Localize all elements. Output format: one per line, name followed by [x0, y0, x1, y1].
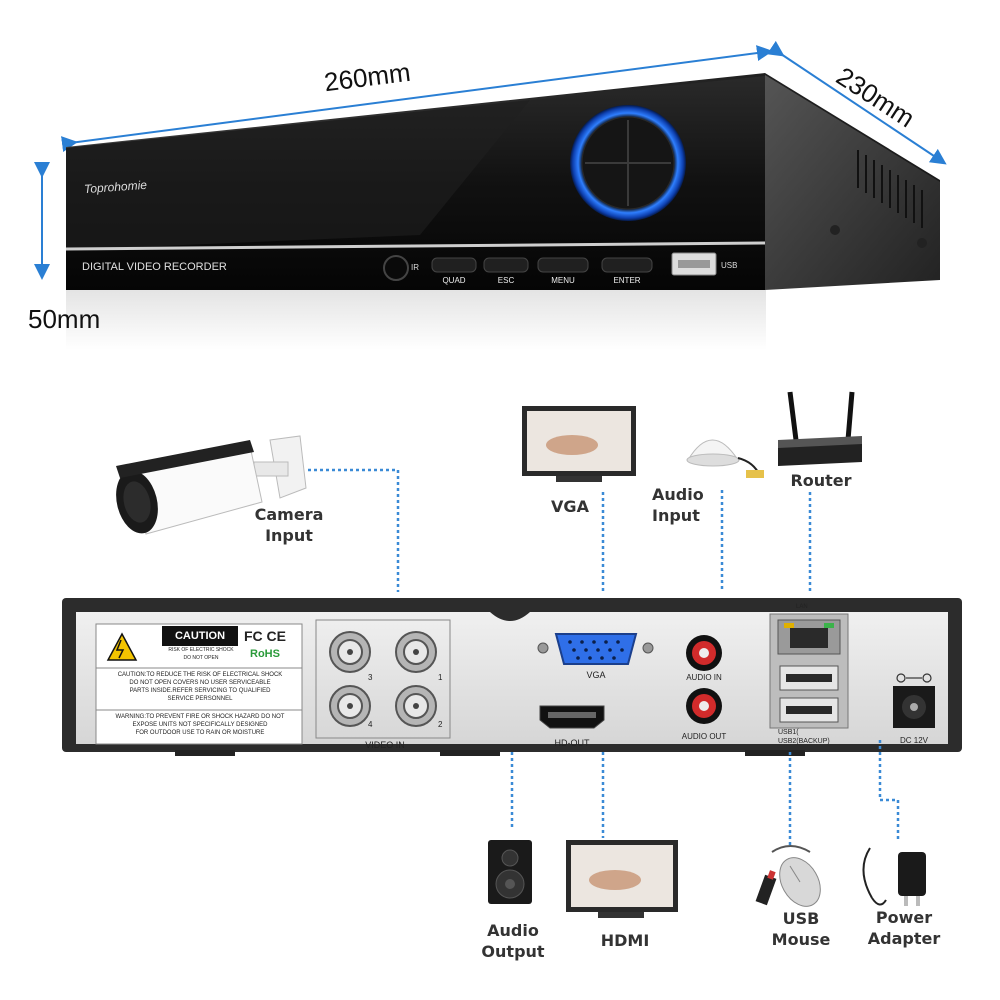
audio-in-port-label: AUDIO IN	[686, 673, 722, 682]
dvr-rear-panel	[62, 598, 962, 756]
power-adapter	[862, 847, 926, 906]
vga-label: VGA	[551, 497, 589, 516]
dc-label: DC 12V	[899, 736, 928, 745]
hdmi-monitor	[566, 840, 678, 918]
bnc-number-3: 3	[368, 673, 373, 682]
ir-label: IR	[411, 263, 419, 272]
bnc-number-4: 4	[368, 720, 373, 729]
bullet-camera	[116, 435, 307, 535]
caution-text: CAUTION:TO REDUCE THE RISK OF ELECTRICAL…	[117, 672, 283, 702]
bnc-number-2: 2	[438, 720, 443, 729]
connection-lines-bottom	[510, 740, 900, 848]
rohs-mark: RoHS	[250, 648, 280, 660]
audio-input-mic	[686, 439, 764, 478]
menu-button-label: MENU	[551, 276, 575, 285]
connection-lines-top	[308, 468, 812, 592]
hd-out-label: HD-OUT	[554, 738, 590, 748]
enter-button-label: ENTER	[613, 276, 641, 285]
depth-dimension-arrow	[766, 40, 947, 165]
bnc-number-1: 1	[438, 673, 443, 682]
caution-sub1: RISK OF ELECTRIC SHOCK	[168, 647, 234, 653]
quad-button-label: QUAD	[442, 276, 466, 285]
fcc-ce-mark: FC CE	[244, 628, 286, 644]
width-dimension-arrow	[61, 45, 773, 152]
audio-output-speaker	[488, 840, 532, 904]
usb2-label: USB2(BACKUP)	[778, 738, 830, 745]
caution-title: CAUTION	[174, 630, 226, 642]
esc-button-label: ESC	[497, 276, 515, 285]
router-label: Router	[790, 471, 852, 490]
hdmi-label: HDMI	[600, 931, 650, 950]
usb-mouse	[755, 845, 821, 907]
video-in-label: VIDEO IN	[365, 740, 405, 750]
usb1-label: USB1(	[778, 729, 799, 736]
lan-label: LAN	[796, 604, 808, 610]
height-dimension-label: 50mm	[28, 304, 101, 334]
caution-sub2: DO NOT OPEN	[183, 655, 219, 661]
vga-port-label: VGA	[586, 670, 606, 680]
audio-out-port-label: AUDIO OUT	[681, 732, 727, 741]
warning-text: WARNING:TO PREVENT FIRE OR SHOCK HAZARD …	[115, 714, 285, 736]
model-label: DIGITAL VIDEO RECORDER	[82, 261, 227, 273]
vga-monitor	[522, 406, 636, 482]
dvr-front-view	[65, 73, 940, 350]
router-device	[778, 391, 862, 466]
usb-front-label: USB	[721, 261, 738, 270]
